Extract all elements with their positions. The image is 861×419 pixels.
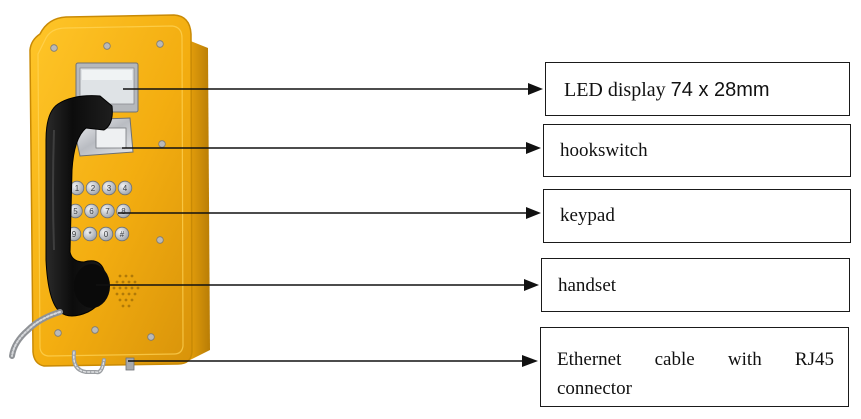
arrow-led-display xyxy=(123,83,543,95)
keypad-key-label: 4 xyxy=(123,184,128,193)
label-box-handset: handset xyxy=(541,258,850,312)
rj45-gland xyxy=(125,357,135,371)
handset-label: handset xyxy=(558,275,617,296)
screw xyxy=(91,326,99,334)
hookswitch-lever xyxy=(95,127,127,149)
arrow-handset xyxy=(96,279,539,291)
keypad-key-label: 3 xyxy=(107,184,112,193)
housing-side xyxy=(188,40,210,360)
keypad: 1 2 3 4 5 6 7 8 9 * 0 # xyxy=(66,180,133,242)
led-display-label: LED display 74 x 28mm xyxy=(564,78,770,102)
arrow-ethernet xyxy=(128,355,538,367)
keypad-key xyxy=(101,180,117,196)
led-display-label-text: LED display xyxy=(564,79,671,101)
screw xyxy=(50,44,58,52)
keypad-key-label: * xyxy=(88,230,91,239)
ethernet-cable-detail xyxy=(73,351,105,373)
ethernet-label-line2: connector xyxy=(557,378,632,399)
screws xyxy=(50,40,166,341)
keypad-key-label: 7 xyxy=(105,207,110,216)
armoured-cord-detail xyxy=(11,311,61,357)
screw xyxy=(54,329,62,337)
speaker-grille xyxy=(112,274,140,308)
ethernet-label-line1: Ethernet cable with RJ45 xyxy=(557,349,834,370)
arrow-keypad xyxy=(118,207,541,219)
keypad-key xyxy=(117,180,133,196)
keypad-key-label: 8 xyxy=(121,207,126,216)
keypad-key-label: 1 xyxy=(75,184,80,193)
phone-illustration: 1 2 3 4 5 6 7 8 9 * 0 # xyxy=(9,14,210,375)
keypad-label: keypad xyxy=(560,205,615,226)
keypad-key-label: 2 xyxy=(91,184,96,193)
arrow-hookswitch xyxy=(122,142,541,154)
keypad-key xyxy=(116,203,131,219)
keypad-key-label: 9 xyxy=(72,230,77,239)
keypad-key-label: # xyxy=(120,230,125,239)
handset-body xyxy=(45,95,113,317)
label-box-hookswitch: hookswitch xyxy=(543,124,851,177)
keypad-key xyxy=(98,226,114,242)
keypad-key xyxy=(84,203,99,219)
screw xyxy=(147,333,155,341)
keypad-key-label: 6 xyxy=(89,207,94,216)
hookswitch-label: hookswitch xyxy=(560,140,648,161)
led-display-size-text: 74 x 28mm xyxy=(670,79,770,101)
keypad-key xyxy=(82,226,98,242)
keypad-key xyxy=(100,203,115,219)
keypad-key xyxy=(85,180,101,196)
keypad-key-label: 0 xyxy=(104,230,109,239)
leader-arrows xyxy=(96,83,543,367)
led-display-glare xyxy=(82,70,132,80)
label-box-led-display: LED display 74 x 28mm xyxy=(545,62,850,116)
keypad-key xyxy=(114,226,130,242)
handset-highlight xyxy=(52,129,55,251)
screw xyxy=(158,140,166,148)
label-box-keypad: keypad xyxy=(543,189,851,243)
handset-earpiece xyxy=(74,264,110,308)
keypad-key-label: 5 xyxy=(73,207,78,216)
screw xyxy=(103,42,111,50)
housing-rim xyxy=(37,25,184,357)
label-box-ethernet: Ethernet cable with RJ45 connector xyxy=(540,327,849,407)
screw xyxy=(156,236,164,244)
screw xyxy=(156,40,164,48)
